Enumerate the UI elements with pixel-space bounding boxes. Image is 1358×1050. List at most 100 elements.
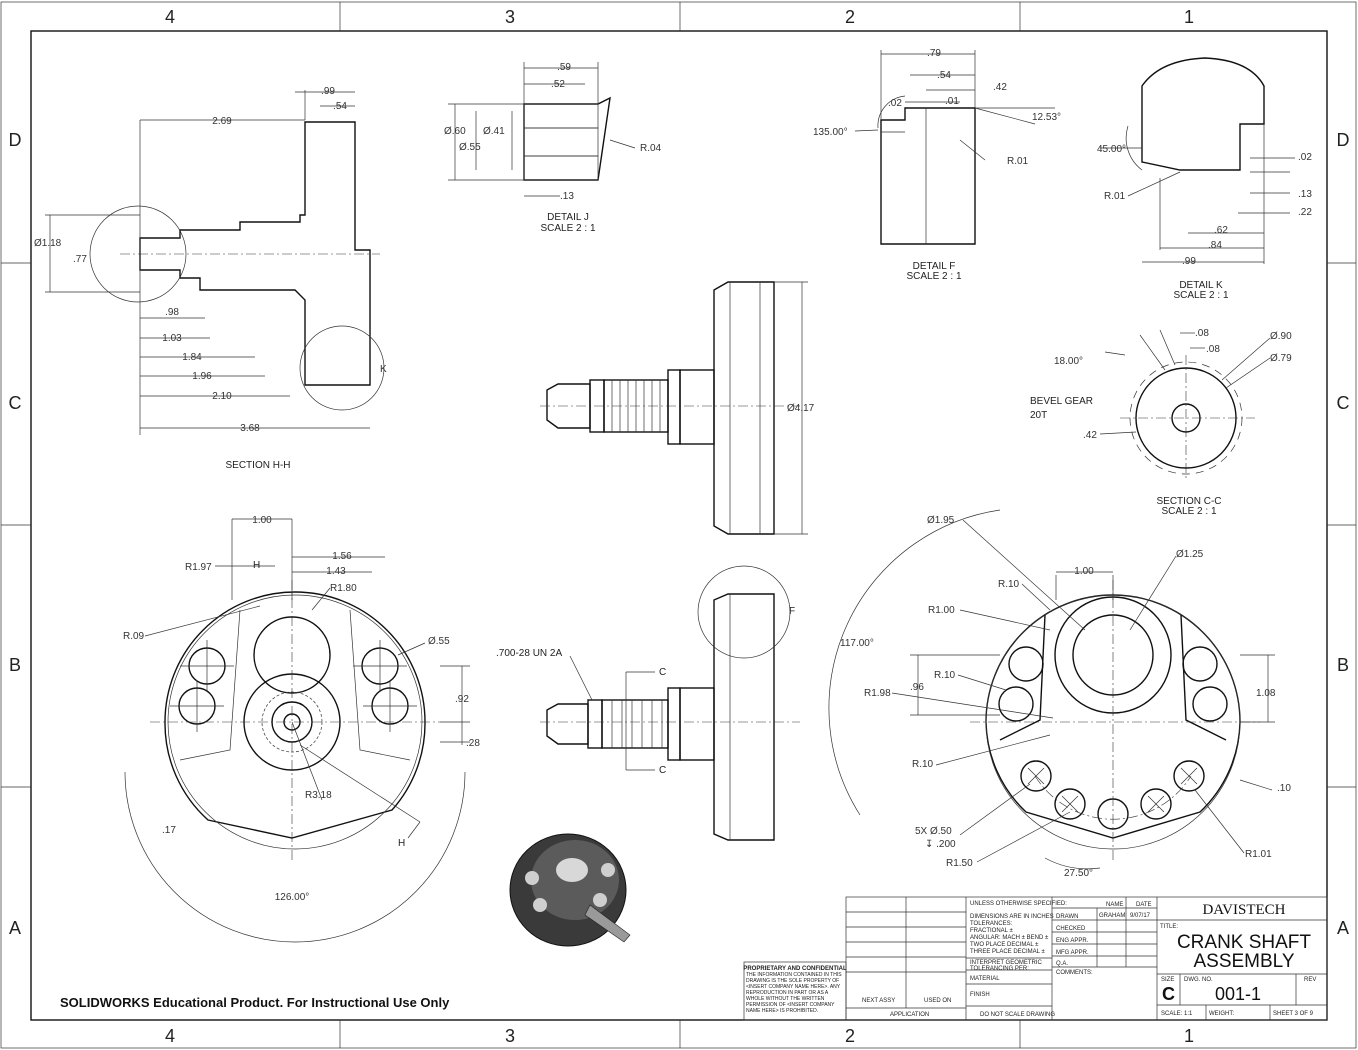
tb-material: MATERIAL xyxy=(970,976,1000,982)
title-block: PROPRIETARY AND CONFIDENTIAL THE INFORMA… xyxy=(743,896,1328,1021)
detail-marker-k: K xyxy=(380,364,387,375)
tb-size: C xyxy=(1162,984,1175,1004)
dim-0-59: .59 xyxy=(557,62,571,73)
dim-0-28: .28 xyxy=(466,738,480,749)
tb-finish: FINISH xyxy=(970,992,990,998)
dim-0-17: .17 xyxy=(162,825,176,836)
dim-dia-0-55: Ø.55 xyxy=(428,636,450,647)
dim-0-62: .62 xyxy=(1214,225,1228,236)
dim-1-08: 1.08 xyxy=(1256,688,1276,699)
dim-5x: 5X xyxy=(915,826,928,837)
detail-j-view: .59 .52 Ø.60 Ø.41 Ø.55 .13 R.04 DETAIL J… xyxy=(444,62,662,234)
dim-0-42: .42 xyxy=(1083,430,1097,441)
zone-col-bottom: 1 xyxy=(1184,1026,1194,1046)
dim-0-13: .13 xyxy=(560,191,574,202)
right-front-view: Ø1.95 Ø1.25 1.00 R.10 R1.00 117.00° R.10… xyxy=(828,509,1291,879)
dim-0-01: .01 xyxy=(945,96,959,107)
dim-r-3-18: R3.18 xyxy=(305,790,332,801)
dim-0-13: .13 xyxy=(1298,189,1312,200)
tb-qa: Q.A. xyxy=(1056,961,1068,967)
zone-row-left: D xyxy=(9,130,22,150)
dim-2-10: 2.10 xyxy=(212,391,232,402)
zone-col-bottom: 3 xyxy=(505,1026,515,1046)
detail-marker-f: F xyxy=(789,606,795,617)
tb-next-assy: NEXT ASSY xyxy=(862,998,895,1004)
section-hh-view: 2.69 .99 .54 Ø1.18 .77 .98 1.03 1.84 1.9… xyxy=(34,86,387,471)
front-side-view: Ø4.17 xyxy=(540,281,815,535)
proprietary-title: PROPRIETARY AND CONFIDENTIAL xyxy=(743,966,847,972)
section-cc-scale: SCALE 2 : 1 xyxy=(1161,506,1216,517)
tb-no-scale: DO NOT SCALE DRAWING xyxy=(980,1012,1055,1018)
tb-drawn: DRAWN xyxy=(1056,914,1078,920)
dim-1-56: 1.56 xyxy=(332,551,352,562)
dim-1-96: 1.96 xyxy=(192,371,212,382)
dim-dia-4-17: Ø4.17 xyxy=(787,403,815,414)
dim-dia-0-41: Ø.41 xyxy=(483,126,505,137)
dim-0-42: .42 xyxy=(993,82,1007,93)
zone-col-bottom: 4 xyxy=(165,1026,175,1046)
zone-row-right: C xyxy=(1337,393,1350,413)
tb-tolerancing-per: TOLERANCING PER: xyxy=(970,966,1029,972)
dim-r-1-97: R1.97 xyxy=(185,562,212,573)
section-cc-view: 18.00° .08 .08 Ø.90 Ø.79 .42 BEVEL GEAR … xyxy=(1030,328,1292,517)
dim-dia-0-55: Ø.55 xyxy=(459,142,481,153)
zone-row-right: A xyxy=(1337,918,1349,938)
detail-j-scale: SCALE 2 : 1 xyxy=(540,223,595,234)
dim-0-92: .92 xyxy=(455,694,469,705)
cut-letter-c-bottom: C xyxy=(659,765,666,776)
isometric-render xyxy=(509,833,631,947)
zone-col-top: 1 xyxy=(1184,7,1194,27)
tb-drawn-date: 9/07/17 xyxy=(1130,913,1151,919)
tb-eng-appr: ENG APPR. xyxy=(1056,938,1089,944)
dim-126-deg: 126.00° xyxy=(275,892,310,903)
dim-dia-1-18: Ø1.18 xyxy=(34,238,62,249)
dim-dia-0-60: Ø.60 xyxy=(444,126,466,137)
zone-col-top: 3 xyxy=(505,7,515,27)
dim-r-0-10-a: R.10 xyxy=(998,579,1020,590)
tb-comments: COMMENTS: xyxy=(1056,970,1093,976)
dim-r-0-01: R.01 xyxy=(1007,156,1029,167)
mid-side-view: .700-28 UN 2A C C F xyxy=(496,565,800,841)
dim-1-84: 1.84 xyxy=(182,352,202,363)
dim-0-02: .02 xyxy=(888,98,902,109)
dim-dia-0-50: Ø.50 xyxy=(930,826,952,837)
tb-three-place: THREE PLACE DECIMAL ± xyxy=(970,949,1045,955)
tb-scale: SCALE: 1:1 xyxy=(1161,1011,1193,1017)
dim-0-02: .02 xyxy=(1298,152,1312,163)
section-hh-label: SECTION H-H xyxy=(226,460,291,471)
tb-name-col: NAME xyxy=(1106,902,1123,908)
thread-callout: .700-28 UN 2A xyxy=(496,648,562,659)
zone-col-top: 2 xyxy=(845,7,855,27)
zone-row-right: B xyxy=(1337,655,1349,675)
dim-12-53-deg: 12.53° xyxy=(1032,112,1061,123)
dim-dia-1-25: Ø1.25 xyxy=(1176,549,1204,560)
detail-j-label: DETAIL J xyxy=(547,212,589,223)
dim-r-0-10-c: R.10 xyxy=(912,759,934,770)
cut-letter-h-bottom: H xyxy=(398,838,405,849)
zone-row-left: B xyxy=(9,655,21,675)
zone-row-left: A xyxy=(9,918,21,938)
tb-fractional: FRACTIONAL ± xyxy=(970,928,1013,934)
tb-weight: WEIGHT: xyxy=(1209,1011,1234,1017)
tb-size-label: SIZE xyxy=(1161,977,1174,983)
zone-row-right: D xyxy=(1337,130,1350,150)
dim-r-1-00: R1.00 xyxy=(928,605,955,616)
tb-angular: ANGULAR: MACH ± BEND ± xyxy=(970,935,1049,941)
dim-18-deg: 18.00° xyxy=(1054,356,1083,367)
bevel-gear-label: BEVEL GEAR xyxy=(1030,396,1093,407)
tb-unless: UNLESS OTHERWISE SPECIFIED: xyxy=(970,901,1067,907)
tb-dwg-no: 001-1 xyxy=(1215,984,1261,1004)
dim-0-77: .77 xyxy=(73,254,87,265)
dim-3-68: 3.68 xyxy=(240,423,260,434)
dim-0-54: .54 xyxy=(937,70,951,81)
bevel-gear-teeth: 20T xyxy=(1030,410,1047,421)
cut-letter-h-top: H xyxy=(253,560,260,571)
dim-1-03: 1.03 xyxy=(162,333,182,344)
dim-0-98: .98 xyxy=(165,307,179,318)
tb-used-on: USED ON xyxy=(924,998,951,1004)
tb-application: APPLICATION xyxy=(890,1012,929,1018)
dim-0-22: .22 xyxy=(1298,207,1312,218)
dim-1-43: 1.43 xyxy=(326,566,346,577)
cut-letter-c-top: C xyxy=(659,667,666,678)
